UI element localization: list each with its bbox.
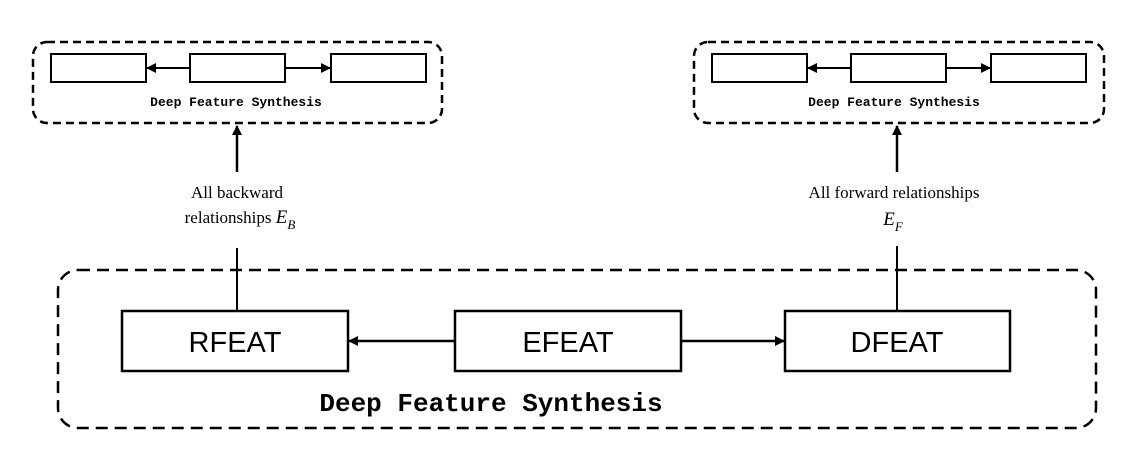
backward-label-line1: All backward: [191, 183, 284, 202]
backward-label-text: relationships: [185, 208, 276, 227]
efeat-label: EFEAT: [522, 327, 614, 359]
top-left-middle-box: [189, 53, 286, 83]
backward-label-sub: B: [287, 217, 295, 232]
top-right-middle-box: [850, 53, 947, 83]
top-left-dfs-group: Deep Feature Synthesis: [31, 40, 444, 125]
rfeat-label: RFEAT: [189, 327, 282, 359]
rfeat-box: [120, 309, 350, 373]
forward-label-sub: F: [894, 219, 904, 234]
forward-label-var: E: [882, 209, 895, 230]
top-right-left-box: [711, 53, 808, 83]
top-left-left-box: [50, 53, 147, 83]
main-dfs-group: RFEAT EFEAT DFEAT Deep Feature Synthesis: [56, 268, 1098, 430]
forward-label-line2: EF: [882, 209, 904, 234]
dfeat-box: [783, 309, 1012, 373]
top-right-dfs-group: Deep Feature Synthesis: [692, 40, 1106, 125]
top-right-dfs-caption: Deep Feature Synthesis: [808, 95, 980, 110]
top-left-dfs-container: [31, 40, 444, 125]
top-right-dfs-container: [692, 40, 1106, 125]
backward-label-var: E: [275, 207, 288, 228]
main-dfs-container: [56, 268, 1098, 430]
backward-label-line2: relationships EB: [185, 207, 296, 232]
top-right-right-box: [990, 53, 1087, 83]
dfeat-label: DFEAT: [851, 327, 944, 359]
forward-label-line1: All forward relationships: [809, 183, 980, 202]
main-dfs-caption: Deep Feature Synthesis: [319, 389, 662, 419]
top-left-right-box: [330, 53, 427, 83]
top-left-dfs-caption: Deep Feature Synthesis: [150, 95, 322, 110]
